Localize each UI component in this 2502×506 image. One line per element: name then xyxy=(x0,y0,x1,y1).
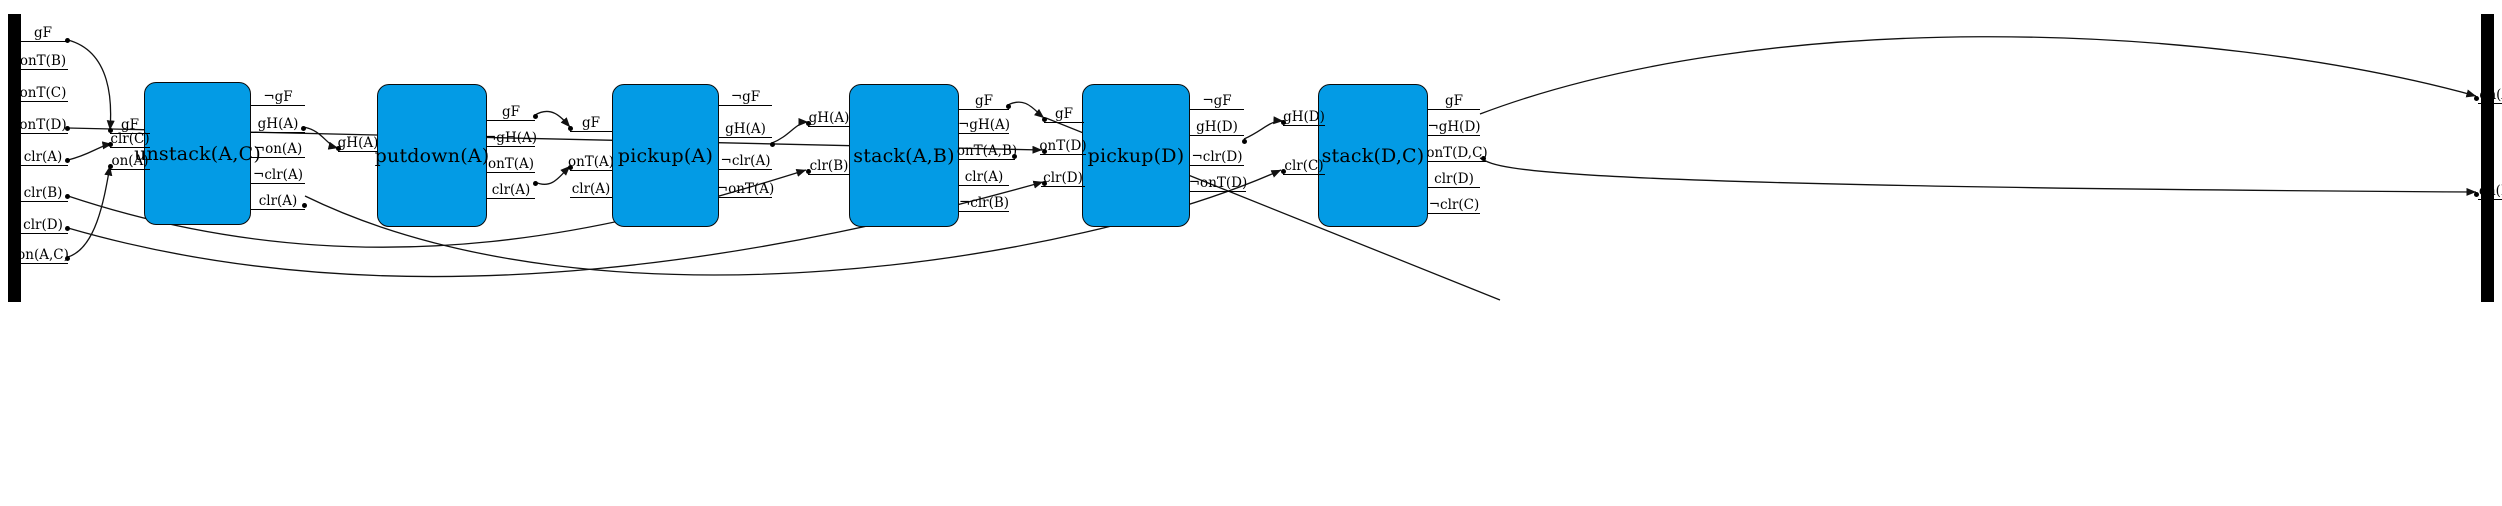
action-label-putdown: putdown(A) xyxy=(374,144,490,167)
stack-dc-input-1: clr(C) xyxy=(1283,157,1325,175)
action-label-stack-dc: stack(D,C) xyxy=(1321,144,1425,167)
stackab-in-1-dot xyxy=(806,169,811,174)
stack-ab-input-0: gH(A) xyxy=(808,109,850,127)
unstack-input-2: on(A) xyxy=(110,152,150,170)
init-fact-4-dot xyxy=(65,158,70,163)
init-fact-5: clr(B) xyxy=(18,184,68,202)
putdown-output-3: clr(A) xyxy=(487,181,535,199)
stack-dc-output-4: ¬clr(C) xyxy=(1428,196,1480,214)
action-node-putdown[interactable]: putdown(A) xyxy=(374,84,490,227)
action-node-unstack[interactable]: unstack(A,C) xyxy=(134,82,261,225)
goal-fact-1: on(D,C) xyxy=(2478,182,2502,200)
action-node-pickup-d[interactable]: pickup(D) xyxy=(1082,84,1190,227)
pickupd-out-1-dot xyxy=(1242,139,1247,144)
stackdc-in-1-dot xyxy=(1281,169,1286,174)
init-fact-0-dot xyxy=(65,38,70,43)
putdown-output-2: onT(A) xyxy=(487,155,535,173)
unstack-out-1-dot xyxy=(301,126,306,131)
stack-dc-output-2: onT(D,C) xyxy=(1426,144,1488,162)
stack-ab-output-0: gF xyxy=(959,92,1009,110)
unstack-output-4: clr(A) xyxy=(251,192,305,210)
init-fact-3: onT(D) xyxy=(18,116,68,134)
pickupa-in-1-dot xyxy=(568,165,573,170)
pickup-d-input-1: onT(D) xyxy=(1039,137,1087,155)
stackab-out-0-dot xyxy=(1006,104,1011,109)
stack-ab-output-1: ¬gH(A) xyxy=(957,116,1011,134)
init-fact-7-dot xyxy=(65,256,70,261)
action-label-stack-ab: stack(A,B) xyxy=(853,144,955,167)
pickup-d-output-2: ¬clr(D) xyxy=(1190,148,1244,166)
unstack-input-1: clr(C) xyxy=(110,130,150,148)
action-label-pickup-d: pickup(D) xyxy=(1087,144,1185,167)
init-fact-5-dot xyxy=(65,194,70,199)
unstack-out-4-dot xyxy=(302,203,307,208)
putdown-input-0: gH(A) xyxy=(337,134,379,152)
init-fact-4: clr(A) xyxy=(18,148,68,166)
stack-ab-output-4: ¬clr(B) xyxy=(958,194,1010,212)
unstack-output-3: ¬clr(A) xyxy=(251,166,305,184)
pickup-a-input-1: onT(A) xyxy=(567,153,615,171)
action-node-stack-ab[interactable]: stack(A,B) xyxy=(849,84,959,227)
init-fact-3-dot xyxy=(65,126,70,131)
pickup-d-output-1: gH(D) xyxy=(1190,118,1244,136)
pickup-d-output-0: ¬gF xyxy=(1190,92,1244,110)
action-node-stack-dc[interactable]: stack(D,C) xyxy=(1318,84,1428,227)
goal-fact-0: on(A,B) xyxy=(2478,86,2502,104)
putdown-in-0-dot xyxy=(336,146,341,151)
pickup-a-output-2: ¬clr(A) xyxy=(719,152,772,170)
stack-dc-output-0: gF xyxy=(1428,92,1480,110)
stack-dc-output-1: ¬gH(D) xyxy=(1427,118,1481,136)
init-fact-2: onT(C) xyxy=(18,84,68,102)
stackdc-out-2-dot xyxy=(1481,156,1486,161)
stackab-out-2-dot xyxy=(1012,154,1017,159)
pickup-a-input-0: gF xyxy=(570,114,612,132)
putdown-output-0: gF xyxy=(487,103,535,121)
putdown-output-1: ¬gH(A) xyxy=(484,129,538,147)
init-fact-6-dot xyxy=(65,226,70,231)
stack-dc-output-3: clr(D) xyxy=(1428,170,1480,188)
unstack-output-1: gH(A) xyxy=(251,115,305,133)
pickup-a-output-1: gH(A) xyxy=(719,120,772,138)
unstack-output-2: ¬on(A) xyxy=(251,140,305,158)
stack-ab-output-2: onT(A,B) xyxy=(956,142,1018,160)
goal-fact-0-dot xyxy=(2474,96,2479,101)
init-fact-0: gF xyxy=(18,24,68,42)
unstack-in-0-dot xyxy=(108,128,113,133)
stackab-in-0-dot xyxy=(806,121,811,126)
action-label-unstack: unstack(A,C) xyxy=(134,142,261,165)
pickupd-in-1-dot xyxy=(1042,149,1047,154)
unstack-output-0: ¬gF xyxy=(251,88,305,106)
putdown-out-0-dot xyxy=(533,114,538,119)
pickup-a-input-2: clr(A) xyxy=(570,180,612,198)
pickupd-in-0-dot xyxy=(1042,117,1047,122)
putdown-out-2-dot xyxy=(533,181,538,186)
pickup-d-output-3: ¬onT(D) xyxy=(1188,174,1248,192)
unstack-in-2-dot xyxy=(108,164,113,169)
action-label-pickup-a: pickup(A) xyxy=(617,144,714,167)
goal-fact-1-dot xyxy=(2474,192,2479,197)
pickup-d-input-0: gF xyxy=(1044,105,1084,123)
goal-state-bar xyxy=(2481,14,2494,302)
stack-dc-input-0: gH(D) xyxy=(1283,108,1325,126)
pickup-d-input-2: clr(D) xyxy=(1041,169,1085,187)
stackdc-in-0-dot xyxy=(1281,120,1286,125)
stack-ab-input-1: clr(B) xyxy=(808,157,850,175)
init-fact-6: clr(D) xyxy=(18,216,68,234)
init-fact-7: on(A,C) xyxy=(17,246,69,264)
pickup-a-output-3: ¬onT(A) xyxy=(716,180,775,198)
unstack-in-1-dot xyxy=(108,142,113,147)
pickupd-in-2-dot xyxy=(1042,181,1047,186)
action-node-pickup-a[interactable]: pickup(A) xyxy=(612,84,719,227)
pickup-a-output-0: ¬gF xyxy=(719,88,772,106)
stack-ab-output-3: clr(A) xyxy=(959,168,1009,186)
pickupa-out-1-dot xyxy=(770,142,775,147)
init-fact-1: onT(B) xyxy=(18,52,68,70)
pickupa-in-0-dot xyxy=(568,126,573,131)
initial-state-bar xyxy=(8,14,21,302)
